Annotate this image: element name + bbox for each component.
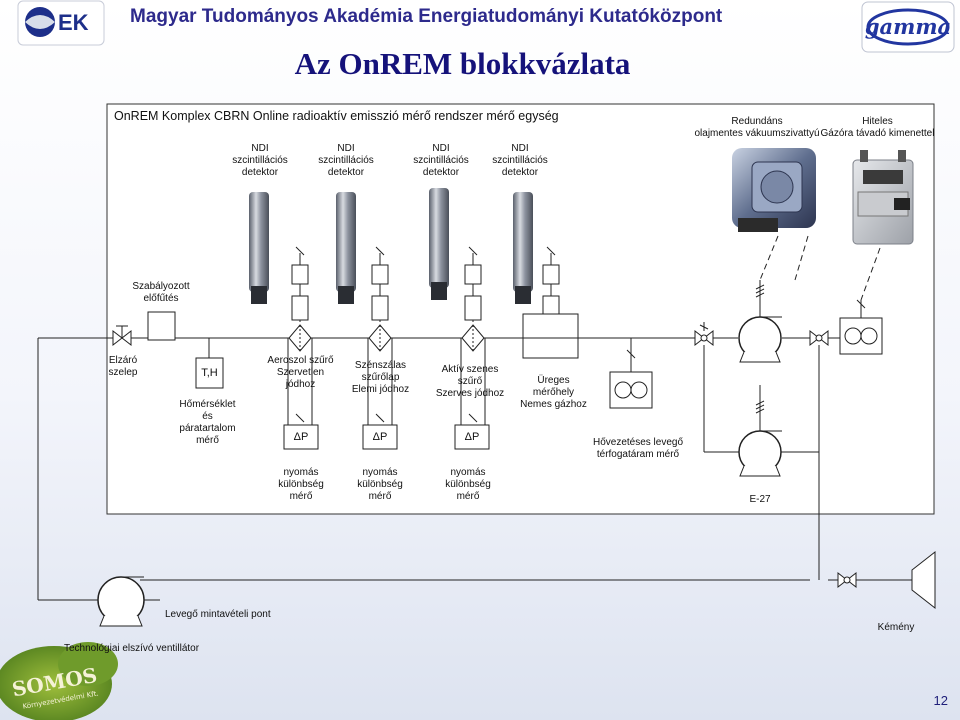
header-title: Magyar Tudományos Akadémia Energiatudomá…: [130, 6, 723, 27]
frame-title: OnREM Komplex CBRN Online radioaktív emi…: [114, 109, 559, 123]
e27-label: E-27: [749, 494, 771, 505]
dp-label-1: ΔP: [293, 431, 309, 443]
pump-label: Redundáns olajmentes vákuumszivattyú: [694, 116, 820, 139]
sampling-point-label: Levegő mintavételi pont: [165, 609, 271, 620]
detector-cylinder-2: [336, 192, 356, 304]
stack-label: Kémény: [877, 622, 915, 633]
dp-meter-label-2: nyomás különbség mérő: [357, 467, 403, 502]
filter1-label: Aeroszol szűrő Szervetlen jódhoz: [267, 355, 334, 390]
gas-meter-label: Hiteles Gázóra távadó kimenettel: [820, 116, 935, 139]
gamma-logo-text: gamma: [865, 14, 951, 39]
flowmeter-label: Hővezetéses levegő térfogatáram mérő: [592, 437, 684, 460]
detector-cylinder-3: [429, 188, 449, 300]
dp-meter-label-3: nyomás különbség mérő: [445, 467, 491, 502]
vacuum-pump-image: [732, 148, 816, 232]
filter2-label: Szénszálas szűrőlap Elemi jódhoz: [351, 360, 410, 395]
dp-label-3: ΔP: [464, 431, 480, 443]
dp-label-2: ΔP: [372, 431, 388, 443]
chamber-label: Üreges mérőhely Nemes gázhoz: [520, 375, 587, 410]
ek-logo: EK: [17, 0, 105, 46]
fan-label: Technológiai elszívó ventillátor: [64, 643, 200, 654]
preheat-label: Szabályozott előfűtés: [132, 281, 190, 304]
filter3-label: Aktív szenes szűrő Szerves jódhoz: [435, 364, 505, 399]
page-number: 12: [933, 693, 948, 708]
detector-label-3: NDI szcintillációs detektor: [413, 143, 469, 178]
th-meter-label: Hőmérséklet és páratartalom mérő: [179, 399, 236, 446]
gas-meter-image: [852, 150, 914, 245]
gamma-logo: gamma: [861, 1, 955, 53]
detector-cylinder-4: [513, 192, 533, 304]
th-box-label: T,H: [201, 367, 218, 379]
detector-label-1: NDI szcintillációs detektor: [232, 143, 288, 178]
detector-cylinder-1: [249, 192, 269, 304]
detector-label-2: NDI szcintillációs detektor: [318, 143, 374, 178]
dp-meter-label-1: nyomás különbség mérő: [278, 467, 324, 502]
valve-label: Elzáró szelep: [108, 355, 138, 378]
detector-label-4: NDI szcintillációs detektor: [492, 143, 548, 178]
ek-logo-text: EK: [58, 10, 89, 35]
somos-logo: SOMOS Környezetvédelmi Kft.: [0, 642, 118, 720]
slide-title: Az OnREM blokkvázlata: [294, 46, 631, 81]
